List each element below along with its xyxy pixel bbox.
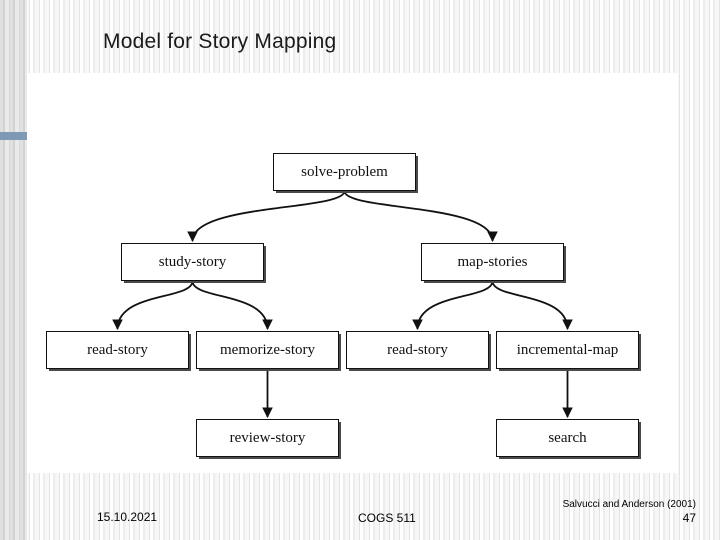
diagram-node-map-stories: map-stories bbox=[421, 243, 564, 281]
diagram-node-incremental-map: incremental-map bbox=[496, 331, 639, 369]
diagram-node-solve-problem: solve-problem bbox=[273, 153, 416, 191]
content-panel: solve-problem study-story map-stories read-… bbox=[27, 73, 678, 473]
diagram-node-label: search bbox=[548, 429, 587, 446]
footer-citation: Salvucci and Anderson (2001) bbox=[562, 499, 696, 510]
diagram-node-search: search bbox=[496, 419, 639, 457]
footer-page-number: 47 bbox=[682, 511, 696, 525]
diagram-node-memorize-story: memorize-story bbox=[196, 331, 339, 369]
page-title: Model for Story Mapping bbox=[103, 30, 337, 53]
diagram-node-label: memorize-story bbox=[220, 341, 315, 358]
accent-bar bbox=[0, 132, 27, 140]
diagram-edge-solve-problem-to-study-story bbox=[187, 190, 346, 243]
diagram-edge-study-story-to-read-story-1 bbox=[112, 280, 194, 331]
diagram-node-review-story: review-story bbox=[196, 419, 339, 457]
footer-course: COGS 511 bbox=[358, 511, 416, 525]
diagram-edge-solve-problem-to-map-stories bbox=[343, 190, 498, 243]
diagram-edge-map-stories-to-read-story-2 bbox=[412, 280, 494, 331]
footer-date: 15.10.2021 bbox=[97, 510, 158, 524]
diagram-node-read-story-1: read-story bbox=[46, 331, 189, 369]
diagram-node-read-story-2: read-story bbox=[346, 331, 489, 369]
story-mapping-diagram: solve-problem study-story map-stories read-… bbox=[27, 73, 678, 473]
diagram-node-label: incremental-map bbox=[516, 341, 619, 358]
diagram-edge-map-stories-to-incremental-map bbox=[491, 280, 573, 331]
diagram-node-label: solve-problem bbox=[301, 163, 388, 180]
diagram-node-label: read-story bbox=[387, 341, 448, 358]
diagram-node-study-story: study-story bbox=[121, 243, 264, 281]
diagram-node-label: read-story bbox=[87, 341, 148, 358]
diagram-edges-layer bbox=[112, 190, 573, 419]
diagram-node-label: map-stories bbox=[457, 253, 528, 270]
diagram-edge-study-story-to-memorize-story bbox=[191, 280, 273, 331]
left-decorative-band bbox=[0, 0, 27, 540]
diagram-node-label: study-story bbox=[158, 253, 227, 270]
diagram-node-label: review-story bbox=[229, 429, 306, 446]
